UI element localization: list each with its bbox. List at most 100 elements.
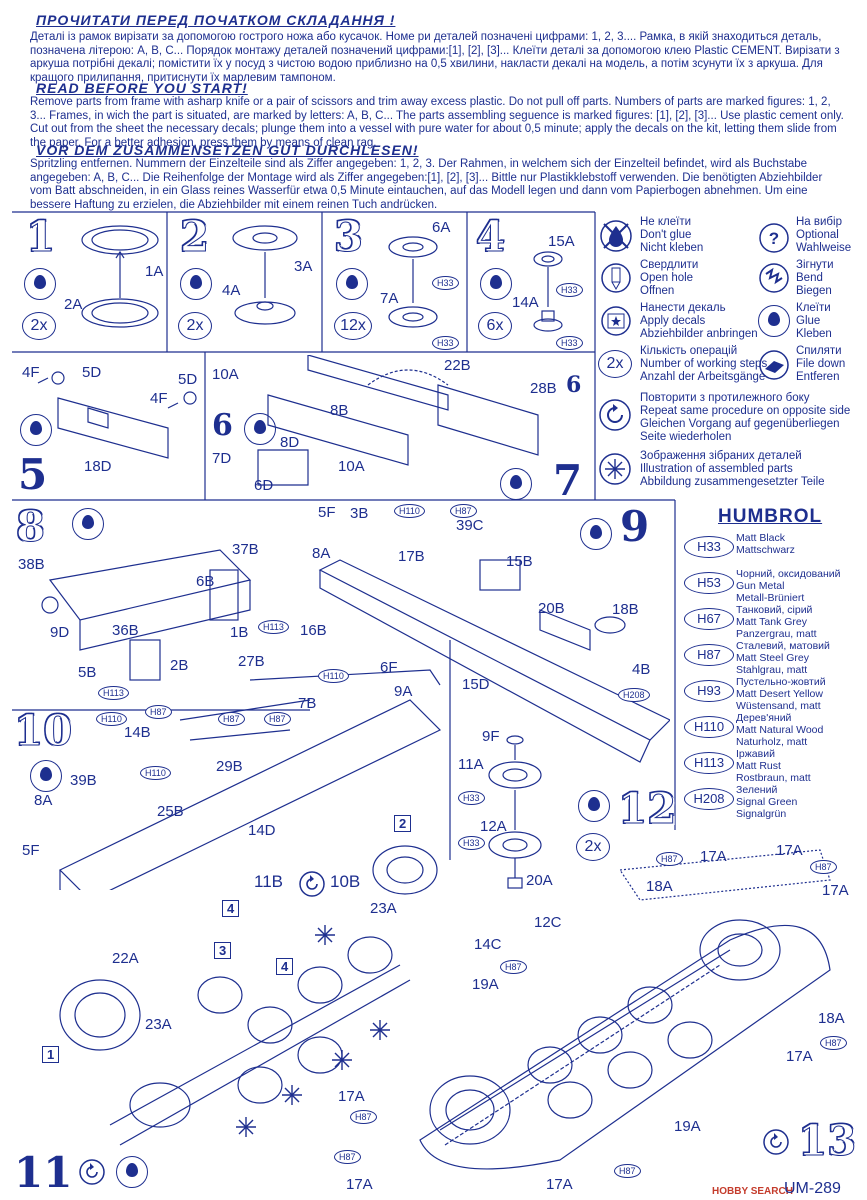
paint-callout: H33 bbox=[458, 836, 485, 850]
bend-icon bbox=[759, 263, 789, 293]
part-label: 15A bbox=[548, 233, 575, 250]
part-label: 18A bbox=[646, 878, 673, 895]
part-label: 5F bbox=[22, 842, 40, 859]
sub-step-ref: 1 bbox=[42, 1046, 60, 1063]
step-3-number: 3 bbox=[333, 212, 364, 262]
paint-callout: H113 bbox=[98, 686, 129, 700]
part-label: 10B bbox=[330, 872, 361, 891]
step-2-count: 2x bbox=[178, 312, 212, 340]
part-label: 12C bbox=[534, 914, 562, 931]
paint-callout: H87 bbox=[350, 1110, 377, 1124]
part-label: 37B bbox=[232, 541, 259, 558]
paint-callout: H87 bbox=[820, 1036, 847, 1050]
glue-icon bbox=[20, 414, 52, 446]
step-4-count: 6x bbox=[478, 312, 512, 340]
part-label: 7A bbox=[380, 290, 399, 307]
part-label: 11B bbox=[254, 872, 283, 891]
paint-callout: H87 bbox=[500, 960, 527, 974]
part-label: 18A bbox=[818, 1010, 845, 1027]
part-label: 29B bbox=[216, 758, 243, 775]
glue-icon bbox=[30, 760, 62, 792]
ua-title: ПРОЧИТАТИ ПЕРЕД ПОЧАТКОМ СКЛАДАННЯ ! bbox=[36, 12, 396, 28]
paint-callout: H87 bbox=[450, 504, 477, 518]
part-label: 6A bbox=[432, 219, 451, 236]
part-label: 10A bbox=[212, 366, 239, 383]
ua-instructions: Деталі із рамок вирізати за допомогою го… bbox=[30, 31, 840, 84]
part-label: 9F bbox=[482, 728, 500, 745]
part-label: 18B bbox=[612, 601, 639, 618]
kit-code: UM-289 bbox=[784, 1180, 841, 1197]
paint-callout: H87 bbox=[334, 1150, 361, 1164]
step-8-number: 8 bbox=[15, 502, 46, 552]
humbrol-code-badge: H113 bbox=[684, 752, 734, 774]
de-instructions: Spritzling entfernen. Nummern der Einzel… bbox=[30, 158, 823, 211]
part-label: 4A bbox=[222, 282, 241, 299]
part-label: 5F bbox=[318, 504, 336, 521]
step-12-roadwheel-drawing bbox=[488, 735, 542, 889]
step-4-idler-drawing bbox=[533, 251, 563, 332]
humbrol-title: HUMBROL bbox=[718, 506, 823, 527]
step-7-number: 7 bbox=[553, 456, 583, 505]
svg-text:?: ? bbox=[769, 229, 779, 248]
glue-icon bbox=[180, 268, 212, 300]
glue-icon bbox=[580, 518, 612, 550]
part-label: 11A bbox=[458, 756, 484, 773]
count-symbol: 2x bbox=[598, 350, 632, 378]
part-label: 22A bbox=[112, 950, 139, 967]
glue-icon bbox=[336, 268, 368, 300]
part-label: 2B bbox=[170, 657, 189, 674]
sub-step-ref: 4 bbox=[222, 900, 240, 917]
paint-callout: H113 bbox=[258, 620, 289, 634]
part-label: 7B bbox=[298, 695, 317, 712]
step-4-number: 4 bbox=[475, 212, 506, 262]
part-label: 39B bbox=[70, 772, 97, 789]
glue-icon bbox=[500, 468, 532, 500]
part-label: 23A bbox=[370, 900, 397, 917]
step-1-sprocket-drawing bbox=[81, 225, 159, 328]
glue-icon bbox=[24, 268, 56, 300]
repeat-icon bbox=[79, 1159, 105, 1185]
part-label: 16B bbox=[300, 622, 327, 639]
step-1-count: 2x bbox=[22, 312, 56, 340]
file-icon bbox=[759, 350, 789, 380]
part-label: 14A bbox=[512, 294, 539, 311]
part-label: 20A bbox=[526, 872, 553, 889]
step-3-roadwheel-drawing bbox=[388, 236, 438, 328]
part-label: 27B bbox=[238, 653, 265, 670]
step-11-suspension-drawing bbox=[59, 845, 438, 1146]
part-label: 20B bbox=[538, 600, 565, 617]
step-10-number: 10 bbox=[13, 706, 73, 756]
part-label: 8A bbox=[34, 792, 53, 809]
part-label: 4F bbox=[150, 390, 168, 407]
step-9-number: 9 bbox=[620, 502, 650, 551]
part-label: 36B bbox=[112, 622, 139, 639]
part-label: 8D bbox=[280, 434, 300, 451]
repeat-icon bbox=[299, 871, 325, 897]
part-label: 3A bbox=[294, 258, 313, 275]
part-label: 38B bbox=[18, 556, 45, 573]
part-label: 8A bbox=[312, 545, 331, 562]
step-11-number: 11 bbox=[14, 1148, 73, 1197]
step-3-count: 12x bbox=[334, 312, 372, 340]
part-label: 1B bbox=[230, 624, 249, 641]
part-label: 17A bbox=[786, 1048, 813, 1065]
sub-step-ref: 2 bbox=[394, 815, 412, 832]
part-label: 15D bbox=[462, 676, 490, 693]
paint-callout: H87 bbox=[810, 860, 837, 874]
step-2-wheel-drawing bbox=[232, 225, 298, 325]
part-label: 17A bbox=[346, 1176, 373, 1193]
part-label: 3B bbox=[350, 505, 369, 522]
part-label: 2A bbox=[64, 296, 83, 313]
